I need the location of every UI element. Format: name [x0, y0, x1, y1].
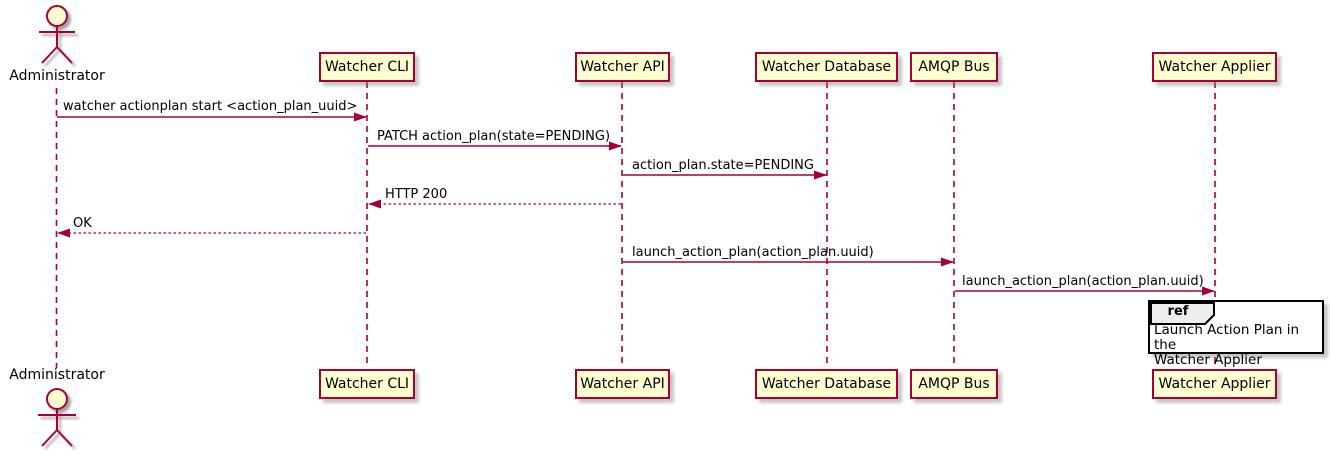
- participant-bottom-watcher-api: Watcher API: [575, 369, 670, 399]
- ref-fragment: ref Launch Action Plan in the Watcher Ap…: [1148, 300, 1324, 368]
- participant-top-amqp-bus: AMQP Bus: [910, 52, 998, 82]
- message-label-watcher-actionplan-start: watcher actionplan start <action_plan_uu…: [63, 99, 358, 114]
- participant-bottom-watcher-cli: Watcher CLI: [319, 369, 415, 399]
- message-label-launch-action-plan-amqp: launch_action_plan(action_plan.uuid): [632, 245, 874, 260]
- participant-bottom-watcher-database: Watcher Database: [755, 369, 898, 399]
- message-label-launch-action-plan-applier: launch_action_plan(action_plan.uuid): [962, 274, 1204, 289]
- actor-label-top: Administrator: [9, 68, 105, 84]
- participant-bottom-watcher-applier: Watcher Applier: [1152, 369, 1277, 399]
- actor-figure-top: [39, 5, 75, 64]
- message-label-action-plan-state-pending: action_plan.state=PENDING: [632, 158, 814, 173]
- participant-bottom-amqp-bus: AMQP Bus: [910, 369, 998, 399]
- message-label-http-200: HTTP 200: [385, 187, 448, 202]
- participant-top-watcher-cli: Watcher CLI: [319, 52, 415, 82]
- participant-top-watcher-applier: Watcher Applier: [1152, 52, 1277, 82]
- message-label-patch-action-plan: PATCH action_plan(state=PENDING): [377, 129, 611, 144]
- ref-text: Launch Action Plan in the Watcher Applie…: [1154, 322, 1300, 368]
- message-label-ok: OK: [73, 216, 92, 231]
- ref-pentagon: [1150, 302, 1215, 325]
- actor-figure-bottom: [38, 388, 76, 447]
- participant-top-watcher-api: Watcher API: [575, 52, 670, 82]
- actor-label-bottom: Administrator: [9, 367, 105, 383]
- ref-keyword: ref: [1167, 304, 1189, 319]
- participant-top-watcher-database: Watcher Database: [755, 52, 898, 82]
